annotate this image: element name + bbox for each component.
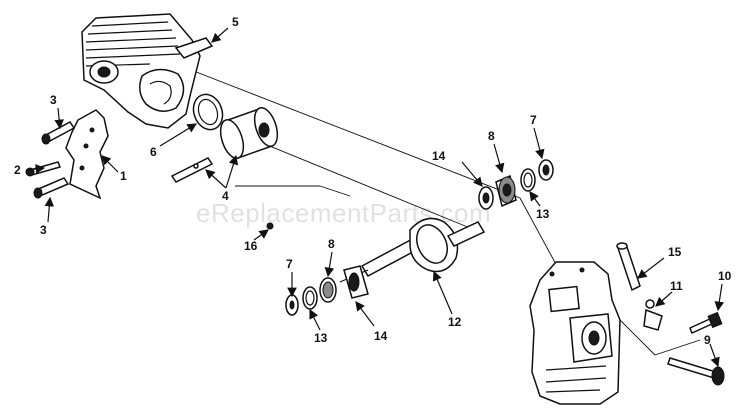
callout-5: 5 <box>232 15 239 29</box>
snap-ring-left-part <box>302 286 318 310</box>
callout-3-upper: 3 <box>50 93 57 107</box>
callout-14-left: 14 <box>374 329 388 343</box>
callout-8-left: 8 <box>328 237 335 251</box>
callout-15: 15 <box>668 245 682 259</box>
callout-6: 6 <box>150 145 157 159</box>
screw-lower-part <box>33 177 70 199</box>
snap-ring-right-part <box>520 168 536 192</box>
callout-2: 2 <box>14 163 21 177</box>
callout-14-right: 14 <box>432 149 446 163</box>
washer-left-part <box>285 294 299 316</box>
seal-right-part <box>478 186 494 210</box>
piston-part <box>219 106 279 160</box>
gasket-ring-part <box>192 93 224 131</box>
baffle-plate-part <box>65 109 109 200</box>
callout-16: 16 <box>244 239 258 253</box>
callout-9: 9 <box>704 333 711 347</box>
dowel-pin-part <box>616 242 641 292</box>
bearing-right-part <box>495 174 517 208</box>
fitting-part <box>643 299 663 331</box>
callout-1: 1 <box>120 169 127 183</box>
callout-10: 10 <box>718 269 732 283</box>
crankcase-part <box>529 261 621 405</box>
bolt-long-part <box>667 357 725 386</box>
callout-4: 4 <box>222 189 229 203</box>
seal-left-part <box>343 265 369 299</box>
callout-13-right: 13 <box>536 207 550 221</box>
callout-3-lower: 3 <box>40 223 47 237</box>
needle-bearing-ball-part <box>266 222 274 230</box>
washer-right-part <box>538 159 554 181</box>
piston-pin-part <box>170 157 214 183</box>
callout-13-left: 13 <box>314 331 328 345</box>
callout-7-left: 7 <box>286 257 293 271</box>
bolt-short-part <box>689 311 723 335</box>
callout-7-right: 7 <box>530 113 537 127</box>
leader-lines <box>25 27 725 368</box>
screw-upper-part <box>41 121 76 145</box>
callout-12: 12 <box>448 315 462 329</box>
crankshaft-part <box>339 217 486 283</box>
assembly-axis-lines <box>185 67 701 356</box>
callout-8-right: 8 <box>488 129 495 143</box>
bearing-left-part <box>319 277 337 303</box>
callout-11: 11 <box>670 279 683 293</box>
cylinder-part <box>81 13 214 129</box>
